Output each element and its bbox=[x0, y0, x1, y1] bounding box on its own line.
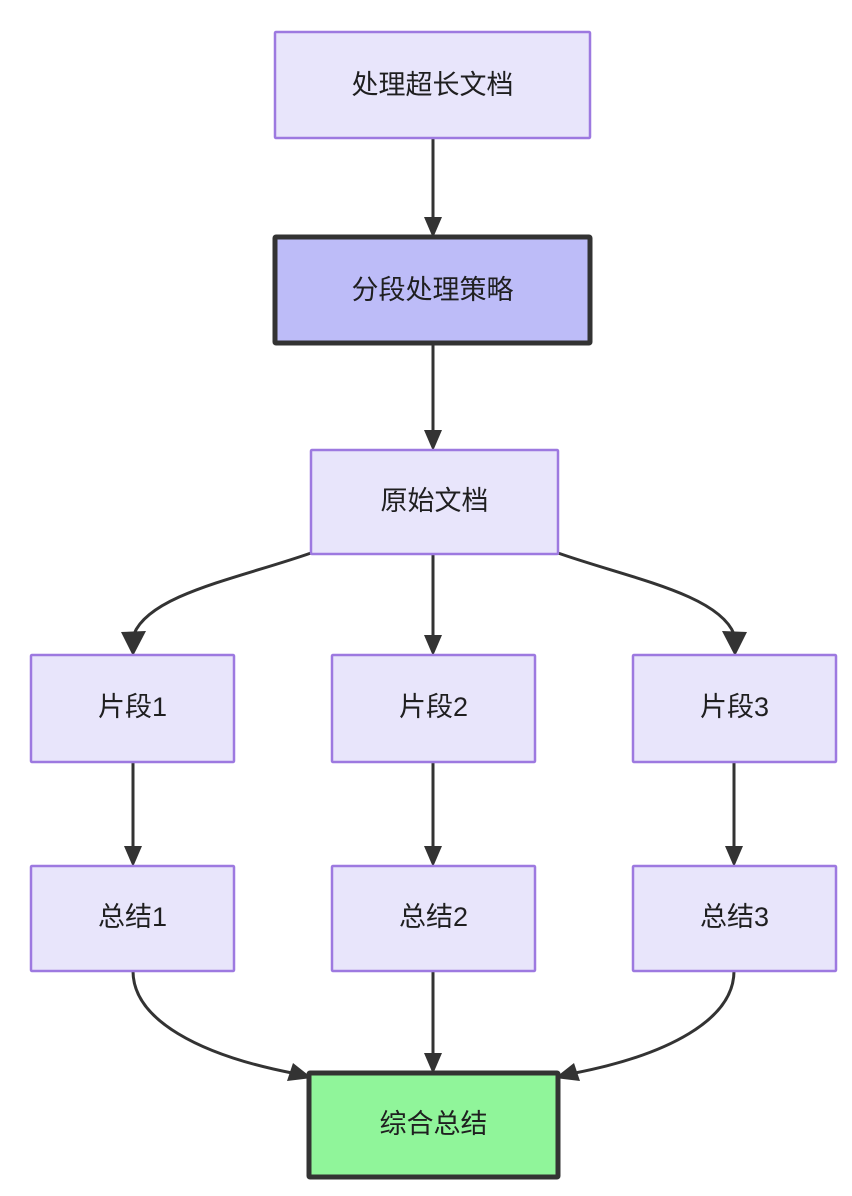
node-box[interactable] bbox=[29, 653, 236, 764]
node-summary-2[interactable]: 总结2 bbox=[330, 864, 537, 973]
node-box[interactable] bbox=[306, 1070, 561, 1180]
edge-source-to-fragment2 bbox=[424, 554, 442, 656]
edge-layer bbox=[121, 138, 747, 1081]
node-box[interactable] bbox=[273, 30, 592, 140]
edge-source-to-fragment3 bbox=[557, 551, 747, 656]
edge-summary1-to-final bbox=[131, 970, 312, 1081]
node-process-long-document[interactable]: 处理超长文档 bbox=[273, 30, 592, 140]
edge-summary2-to-final bbox=[424, 971, 442, 1074]
node-box[interactable] bbox=[631, 653, 838, 764]
edge-fragment3-to-summary3 bbox=[725, 762, 743, 867]
node-box[interactable] bbox=[330, 864, 537, 973]
edge-fragment2-to-summary2 bbox=[424, 762, 442, 867]
node-box[interactable] bbox=[272, 234, 593, 346]
edge-strategy-to-source bbox=[424, 343, 442, 451]
edge-process-to-strategy bbox=[424, 138, 442, 238]
node-fragment-3[interactable]: 片段3 bbox=[631, 653, 838, 764]
edge-summary3-to-final bbox=[555, 970, 736, 1081]
node-box[interactable] bbox=[330, 653, 537, 764]
node-box[interactable] bbox=[631, 864, 838, 973]
node-fragment-1[interactable]: 片段1 bbox=[29, 653, 236, 764]
edge-source-to-fragment1 bbox=[121, 551, 312, 656]
node-box[interactable] bbox=[309, 448, 560, 556]
node-summary-3[interactable]: 总结3 bbox=[631, 864, 838, 973]
node-source-document[interactable]: 原始文档 bbox=[309, 448, 560, 556]
node-fragment-2[interactable]: 片段2 bbox=[330, 653, 537, 764]
node-box[interactable] bbox=[29, 864, 236, 973]
node-summary-1[interactable]: 总结1 bbox=[29, 864, 236, 973]
edge-fragment1-to-summary1 bbox=[124, 762, 142, 867]
node-final-summary[interactable]: 综合总结 bbox=[306, 1070, 561, 1180]
node-chunking-strategy[interactable]: 分段处理策略 bbox=[272, 234, 593, 346]
